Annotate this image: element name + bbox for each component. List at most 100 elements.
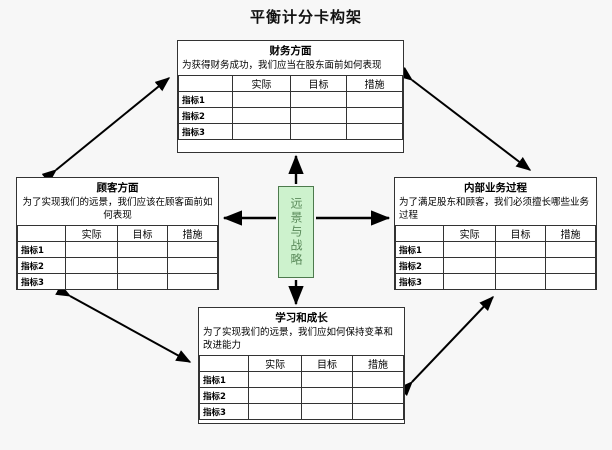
panel-internal-head: 内部业务过程 为了满足股东和顾客，我们必须擅长哪些业务过程 bbox=[395, 178, 596, 225]
table-row: 指标1 bbox=[198, 371, 405, 388]
col-header-measure: 措施 bbox=[544, 225, 597, 242]
table-row: 指标1 bbox=[394, 241, 597, 258]
cell-measure-2[interactable] bbox=[351, 387, 405, 404]
cell-measure-2[interactable] bbox=[544, 257, 597, 274]
metrics-table-customer[interactable]: 实际 目标 措施 指标1 指标2 指标3 bbox=[16, 225, 219, 290]
cell-target-1[interactable] bbox=[494, 241, 546, 258]
cell-actual-1[interactable] bbox=[232, 91, 291, 108]
col-header-measure: 措施 bbox=[345, 75, 404, 92]
panel-financial[interactable]: 财务方面 为获得财务成功，我们应当在股东面前如何表现 实际 目标 措施 指标1 … bbox=[177, 40, 404, 153]
cell-target-2[interactable] bbox=[300, 387, 353, 404]
panel-customer[interactable]: 顾客方面 为了实现我们的远景，我们应该在顾客面前如何表现 实际 目标 措施 指标… bbox=[16, 177, 219, 290]
metrics-table-financial[interactable]: 实际 目标 措施 指标1 指标2 指标3 bbox=[178, 75, 404, 140]
cell-measure-3[interactable] bbox=[166, 273, 219, 290]
panel-learning-head: 学习和成长 为了实现我们的远景，我们应如何保持变革和改进能力 bbox=[199, 308, 404, 355]
row-label-3: 指标3 bbox=[178, 123, 233, 140]
panel-learning-growth[interactable]: 学习和成长 为了实现我们的远景，我们应如何保持变革和改进能力 实际 目标 措施 … bbox=[198, 307, 405, 424]
cell-target-3[interactable] bbox=[289, 123, 347, 140]
cell-measure-3[interactable] bbox=[345, 123, 404, 140]
cell-measure-1[interactable] bbox=[351, 371, 405, 388]
cell-measure-3[interactable] bbox=[544, 273, 597, 290]
table-row: 指标2 bbox=[394, 257, 597, 274]
panel-financial-head: 财务方面 为获得财务成功，我们应当在股东面前如何表现 bbox=[178, 41, 403, 75]
col-header-blank bbox=[16, 225, 67, 242]
panel-customer-desc: 为了实现我们的远景，我们应该在顾客面前如何表现 bbox=[22, 197, 213, 221]
table-row: 指标3 bbox=[394, 273, 597, 290]
col-header-actual: 实际 bbox=[65, 225, 118, 242]
panel-internal-desc: 为了满足股东和顾客，我们必须擅长哪些业务过程 bbox=[399, 197, 590, 221]
table-row: 指标2 bbox=[178, 107, 404, 124]
cell-target-3[interactable] bbox=[116, 273, 168, 290]
cell-actual-2[interactable] bbox=[232, 107, 291, 124]
row-label-1: 指标1 bbox=[394, 241, 445, 258]
row-label-3: 指标3 bbox=[16, 273, 67, 290]
cell-measure-1[interactable] bbox=[345, 91, 404, 108]
cell-measure-1[interactable] bbox=[544, 241, 597, 258]
table-header-row: 实际 目标 措施 bbox=[16, 225, 219, 242]
panel-internal-title: 内部业务过程 bbox=[464, 182, 527, 194]
arrow-customer-learning bbox=[55, 284, 192, 363]
col-header-blank bbox=[178, 75, 233, 92]
row-label-1: 指标1 bbox=[16, 241, 67, 258]
row-label-1: 指标1 bbox=[178, 91, 233, 108]
cell-measure-2[interactable] bbox=[166, 257, 219, 274]
table-row: 指标2 bbox=[16, 257, 219, 274]
table-row: 指标1 bbox=[178, 91, 404, 108]
cell-actual-1[interactable] bbox=[65, 241, 118, 258]
cell-actual-2[interactable] bbox=[248, 387, 302, 404]
col-header-measure: 措施 bbox=[166, 225, 219, 242]
metrics-table-internal[interactable]: 实际 目标 措施 指标1 指标2 指标3 bbox=[394, 225, 597, 290]
center-vision-strategy-box[interactable]: 远景与战略 bbox=[278, 186, 314, 278]
cell-target-3[interactable] bbox=[300, 403, 353, 420]
col-header-blank bbox=[198, 355, 250, 372]
panel-learning-desc: 为了实现我们的远景，我们应如何保持变革和改进能力 bbox=[203, 327, 394, 351]
cell-actual-3[interactable] bbox=[65, 273, 118, 290]
row-label-1: 指标1 bbox=[198, 371, 250, 388]
panel-financial-title: 财务方面 bbox=[269, 45, 312, 57]
table-row: 指标2 bbox=[198, 387, 405, 404]
row-label-2: 指标2 bbox=[16, 257, 67, 274]
arrow-learning-internal bbox=[398, 295, 494, 396]
cell-actual-2[interactable] bbox=[443, 257, 496, 274]
table-row: 指标1 bbox=[16, 241, 219, 258]
panel-internal-process[interactable]: 内部业务过程 为了满足股东和顾客，我们必须擅长哪些业务过程 实际 目标 措施 指… bbox=[394, 177, 597, 290]
col-header-blank bbox=[394, 225, 445, 242]
arrow-financial-internal bbox=[397, 66, 532, 171]
cell-target-3[interactable] bbox=[494, 273, 546, 290]
cell-measure-3[interactable] bbox=[351, 403, 405, 420]
panel-financial-desc: 为获得财务成功，我们应当在股东面前如何表现 bbox=[182, 60, 382, 71]
col-header-target: 目标 bbox=[300, 355, 353, 372]
cell-actual-1[interactable] bbox=[248, 371, 302, 388]
row-label-3: 指标3 bbox=[394, 273, 445, 290]
cell-actual-1[interactable] bbox=[443, 241, 496, 258]
cell-target-1[interactable] bbox=[116, 241, 168, 258]
cell-actual-2[interactable] bbox=[65, 257, 118, 274]
cell-target-2[interactable] bbox=[494, 257, 546, 274]
table-header-row: 实际 目标 措施 bbox=[178, 75, 404, 92]
panel-customer-title: 顾客方面 bbox=[96, 182, 139, 194]
col-header-target: 目标 bbox=[289, 75, 347, 92]
cell-actual-3[interactable] bbox=[232, 123, 291, 140]
col-header-actual: 实际 bbox=[248, 355, 302, 372]
table-header-row: 实际 目标 措施 bbox=[394, 225, 597, 242]
cell-actual-3[interactable] bbox=[443, 273, 496, 290]
row-label-3: 指标3 bbox=[198, 403, 250, 420]
metrics-table-learning[interactable]: 实际 目标 措施 指标1 指标2 指标3 bbox=[198, 355, 405, 420]
page-title: 平衡计分卡构架 bbox=[249, 8, 362, 26]
col-header-measure: 措施 bbox=[351, 355, 405, 372]
cell-measure-1[interactable] bbox=[166, 241, 219, 258]
table-row: 指标3 bbox=[198, 403, 405, 420]
col-header-target: 目标 bbox=[494, 225, 546, 242]
cell-target-2[interactable] bbox=[289, 107, 347, 124]
table-header-row: 实际 目标 措施 bbox=[198, 355, 405, 372]
cell-measure-2[interactable] bbox=[345, 107, 404, 124]
row-label-2: 指标2 bbox=[394, 257, 445, 274]
cell-actual-3[interactable] bbox=[248, 403, 302, 420]
cell-target-2[interactable] bbox=[116, 257, 168, 274]
cell-target-1[interactable] bbox=[300, 371, 353, 388]
cell-target-1[interactable] bbox=[289, 91, 347, 108]
col-header-target: 目标 bbox=[116, 225, 168, 242]
panel-customer-head: 顾客方面 为了实现我们的远景，我们应该在顾客面前如何表现 bbox=[17, 178, 218, 225]
col-header-actual: 实际 bbox=[443, 225, 496, 242]
